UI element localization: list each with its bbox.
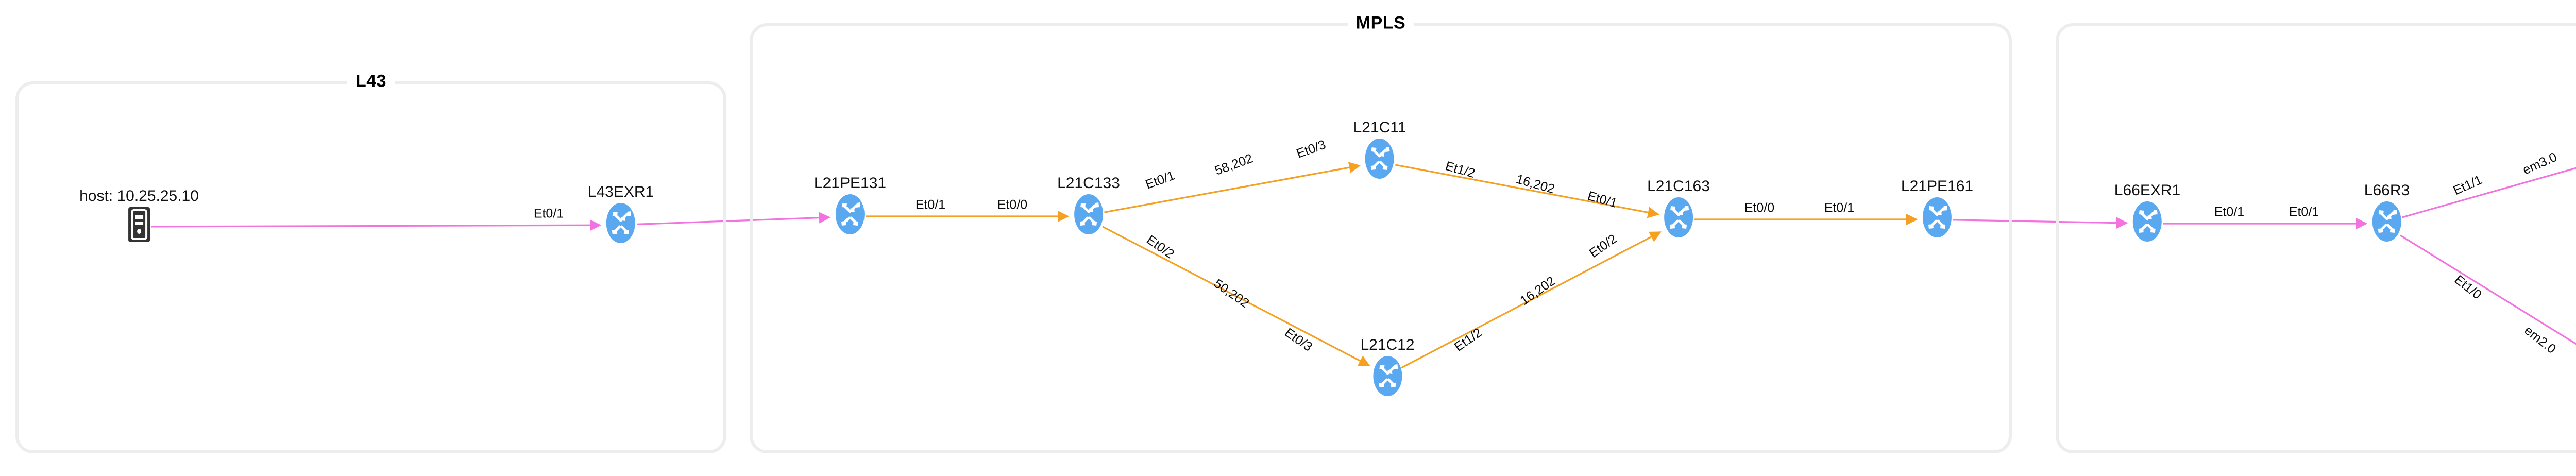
node-label-l21c11: L21C11 bbox=[1353, 119, 1406, 136]
node-host_l43[interactable]: host: 10.25.25.10 bbox=[79, 189, 199, 242]
node-l66r3[interactable]: L66R3 bbox=[2364, 183, 2410, 242]
group-box-l43 bbox=[15, 81, 726, 453]
node-l21c133[interactable]: L21C133 bbox=[1057, 176, 1120, 234]
router-icon bbox=[1922, 197, 1952, 237]
node-label-l21c163: L21C163 bbox=[1647, 178, 1710, 195]
node-l21pe131[interactable]: L21PE131 bbox=[814, 176, 886, 234]
edge-label-e10-0: Et0/1 bbox=[2212, 206, 2246, 219]
link-e2 bbox=[636, 212, 831, 225]
host-icon bbox=[128, 207, 150, 242]
edge-label-e1-0: Et0/1 bbox=[532, 207, 566, 220]
edge-label-e8-1: Et0/1 bbox=[1822, 201, 1856, 215]
node-l66exr1[interactable]: L66EXR1 bbox=[2114, 183, 2180, 242]
edge-label-e10-1: Et0/1 bbox=[2287, 206, 2321, 219]
link-e6 bbox=[1395, 164, 1659, 218]
node-label-l66exr1: L66EXR1 bbox=[2114, 182, 2181, 199]
node-label-host_l43: host: 10.25.25.10 bbox=[79, 188, 199, 205]
node-l21pe161[interactable]: L21PE161 bbox=[1901, 179, 1973, 237]
group-title-l43: L43 bbox=[347, 71, 395, 92]
link-e5 bbox=[1102, 226, 1370, 367]
router-icon bbox=[606, 203, 635, 243]
node-label-l21pe131: L21PE131 bbox=[814, 175, 887, 192]
router-icon bbox=[1664, 197, 1693, 237]
group-title-mpls: MPLS bbox=[1347, 13, 1414, 33]
edge-label-e3-0: Et0/1 bbox=[913, 198, 947, 212]
node-label-l66r3: L66R3 bbox=[2364, 182, 2410, 199]
link-e7 bbox=[1401, 231, 1662, 369]
node-label-l21c133: L21C133 bbox=[1057, 175, 1120, 192]
node-label-l21pe161: L21PE161 bbox=[1901, 178, 1974, 195]
node-l21c11[interactable]: L21C11 bbox=[1353, 120, 1406, 179]
link-e11 bbox=[2402, 167, 2576, 218]
link-e4 bbox=[1104, 162, 1361, 213]
link-e1 bbox=[151, 219, 602, 231]
router-icon bbox=[2372, 201, 2401, 242]
edge-label-e8-0: Et0/0 bbox=[1742, 201, 1776, 215]
router-icon bbox=[1365, 139, 1394, 179]
router-icon bbox=[835, 194, 865, 234]
link-e12 bbox=[2400, 234, 2576, 345]
link-e9 bbox=[1953, 217, 2128, 229]
node-l43exr1[interactable]: L43EXR1 bbox=[588, 184, 654, 243]
node-l21c12[interactable]: L21C12 bbox=[1360, 336, 1415, 396]
node-label-l21c12: L21C12 bbox=[1360, 336, 1415, 353]
node-label-l43exr1: L43EXR1 bbox=[587, 183, 654, 200]
edge-label-e3-1: Et0/0 bbox=[995, 198, 1029, 212]
router-icon bbox=[2133, 201, 2162, 242]
group-box-ostrava bbox=[2056, 23, 2576, 453]
router-icon bbox=[1074, 194, 1103, 234]
node-l21c163[interactable]: L21C163 bbox=[1647, 179, 1710, 237]
router-icon bbox=[1373, 356, 1402, 396]
